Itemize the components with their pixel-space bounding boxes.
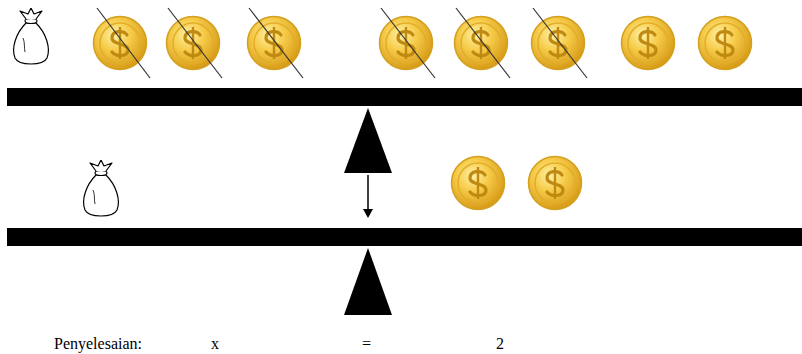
coins bbox=[452, 157, 582, 210]
fulcrum bbox=[344, 108, 392, 173]
solution-text: 2 bbox=[496, 336, 504, 352]
money-bag bbox=[14, 8, 49, 64]
arrow-line bbox=[367, 175, 369, 211]
solution-text: x bbox=[211, 336, 219, 352]
money-bag bbox=[84, 160, 119, 216]
strike-lines bbox=[97, 8, 587, 78]
fulcrum bbox=[344, 248, 392, 315]
balance-beam bbox=[7, 228, 802, 246]
arrow-head bbox=[363, 209, 373, 218]
balance-beam bbox=[7, 88, 802, 106]
solution-text: Penyelesaian: bbox=[54, 336, 142, 352]
solution-text: = bbox=[362, 336, 371, 352]
